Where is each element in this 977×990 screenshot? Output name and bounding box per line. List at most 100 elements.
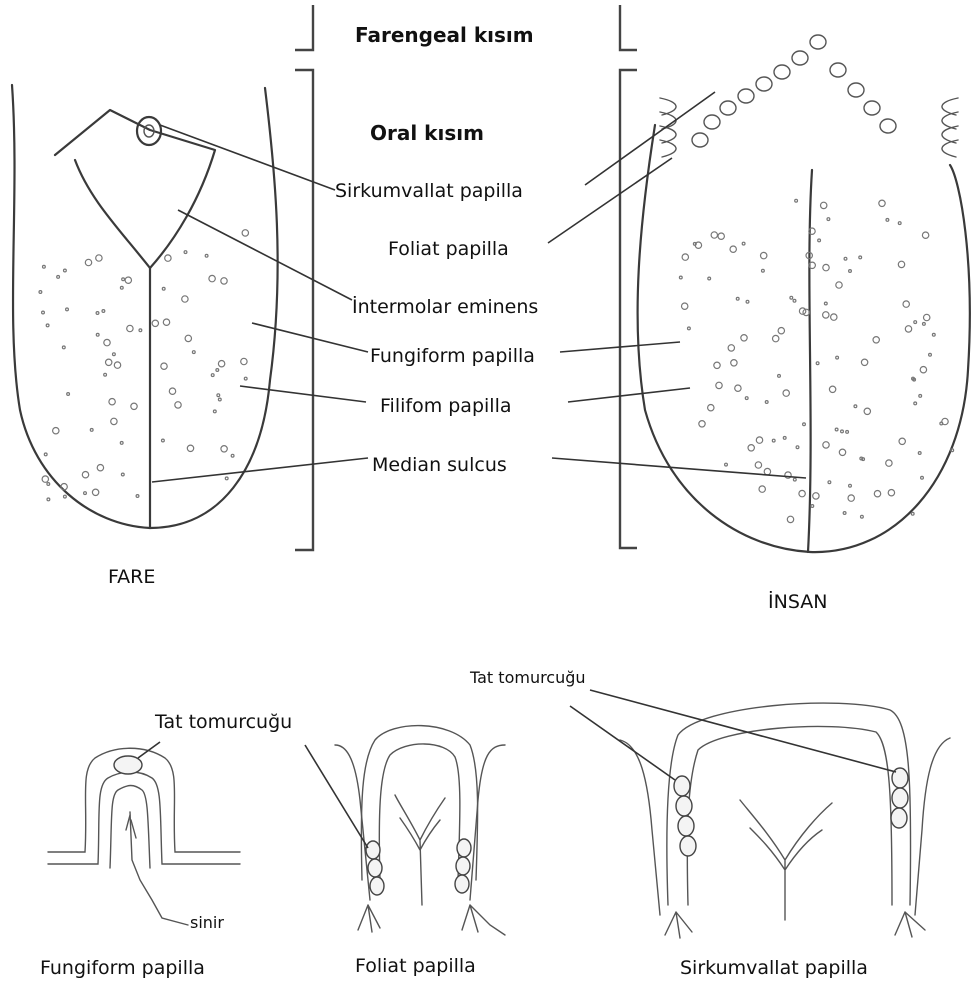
papilla-dot: [759, 486, 765, 492]
circumvallate-nerve-right: [895, 912, 925, 937]
papilla-dot: [47, 483, 50, 486]
papilla-dot: [211, 374, 214, 377]
papilla-dot: [835, 428, 838, 431]
papilla-dot: [929, 353, 932, 356]
papilla-dot: [44, 453, 47, 456]
papilla-dot: [886, 219, 889, 222]
papilla-dot: [218, 361, 224, 367]
mouse-intermolar-v: [55, 110, 215, 268]
papilla-dot: [746, 300, 749, 303]
papilla-dot: [846, 431, 849, 434]
label-intermolar: İntermolar eminens: [352, 295, 538, 318]
papilla-dot: [790, 296, 793, 299]
papilla-dot: [244, 377, 247, 380]
papilla-dot: [796, 446, 799, 449]
foliate-nerve-right: [462, 905, 505, 935]
papilla-dot: [231, 454, 234, 457]
papilla-dot: [708, 405, 714, 411]
oral-bracket-right: [620, 70, 637, 548]
human-tongue-outline: [638, 125, 970, 552]
papilla-dot: [96, 312, 99, 315]
label-taste-bud-right: Tat tomurcuğu: [469, 668, 586, 687]
papilla-dot: [824, 302, 827, 305]
foliate-outer: [335, 745, 505, 900]
papilla-dot: [175, 402, 181, 408]
papilla-dot: [161, 363, 167, 369]
papilla-dot: [136, 495, 139, 498]
papilla-dot: [62, 346, 65, 349]
papilla-dot: [827, 218, 830, 221]
papilla-dot: [879, 200, 885, 206]
label-filiform: Filifom papilla: [380, 395, 512, 417]
papilla-dot: [131, 403, 137, 409]
papilla-dot: [139, 329, 142, 332]
circumvallate-center-fibers: [740, 800, 832, 920]
papilla-dot: [854, 405, 857, 408]
foliate-center-fibers: [395, 795, 445, 905]
papilla-dot: [951, 449, 954, 452]
papilla-dot: [861, 359, 867, 365]
papilla-dot: [216, 369, 219, 372]
papilla-dot: [859, 256, 862, 259]
papilla-dot: [736, 297, 739, 300]
papilla-dot: [221, 446, 227, 452]
papilla-dot: [741, 335, 747, 341]
label-nerve: sinir: [190, 913, 224, 932]
circumvallate-buds-right: [891, 768, 908, 828]
papilla-dot: [162, 439, 165, 442]
papilla-dot: [102, 310, 105, 313]
papilla-dot: [918, 452, 921, 455]
circumvallate-papilla: [704, 115, 720, 129]
papilla-dot: [861, 515, 864, 518]
label-foliate: Foliat papilla: [388, 238, 509, 260]
human-foliate-right: [942, 98, 958, 157]
circumvallate-inner-arch: [687, 726, 892, 905]
circumvallate-nerve-left: [665, 912, 692, 938]
papilla-dot: [874, 491, 880, 497]
papilla-dot: [795, 199, 798, 202]
leader-mouse-median: [152, 458, 368, 482]
papilla-dot: [905, 326, 911, 332]
circumvallate-papilla: [774, 65, 790, 79]
papilla-dot: [241, 358, 247, 364]
papilla-dot: [772, 439, 775, 442]
papilla-dot: [225, 477, 228, 480]
pharyngeal-bracket-left: [295, 5, 313, 50]
leader-mouse-filiform: [240, 386, 366, 402]
leader-lines: [152, 92, 806, 482]
circumvallate-trench-right: [915, 738, 950, 915]
papilla-dot: [711, 232, 717, 238]
papilla-dot: [127, 325, 133, 331]
papilla-dot: [53, 428, 59, 434]
papilla-dot: [213, 410, 216, 413]
fungiform-mid: [48, 772, 240, 864]
papilla-dot: [773, 335, 779, 341]
papilla-dot: [823, 442, 829, 448]
papilla-dot: [184, 251, 187, 254]
detail-foliate: [305, 726, 505, 935]
papilla-dot: [57, 276, 60, 279]
leader-fungiform-bud: [138, 742, 160, 758]
leader-human-circumvallate: [585, 92, 715, 185]
papilla-dot: [765, 401, 768, 404]
papilla-dot: [742, 242, 745, 245]
papilla-dot: [778, 328, 784, 334]
mouse-papillae-dots: [39, 230, 249, 501]
papilla-dot: [92, 489, 98, 495]
papilla-dot: [162, 287, 165, 290]
papilla-dot: [873, 337, 879, 343]
papilla-dot: [836, 356, 839, 359]
papilla-dot: [911, 512, 914, 515]
circumvallate-outer-arch: [667, 703, 911, 905]
leader-circumvallate-bud-left: [570, 706, 675, 780]
leader-human-filiform: [568, 388, 690, 402]
papilla-dot: [886, 460, 892, 466]
papilla-dot: [121, 473, 124, 476]
human-foliate-left: [660, 98, 676, 157]
caption-circumvallate: Sirkumvallat papilla: [680, 957, 868, 979]
papilla-dot: [39, 291, 42, 294]
circumvallate-papilla: [756, 77, 772, 91]
papilla-dot: [209, 275, 215, 281]
papilla-dot: [888, 490, 894, 496]
